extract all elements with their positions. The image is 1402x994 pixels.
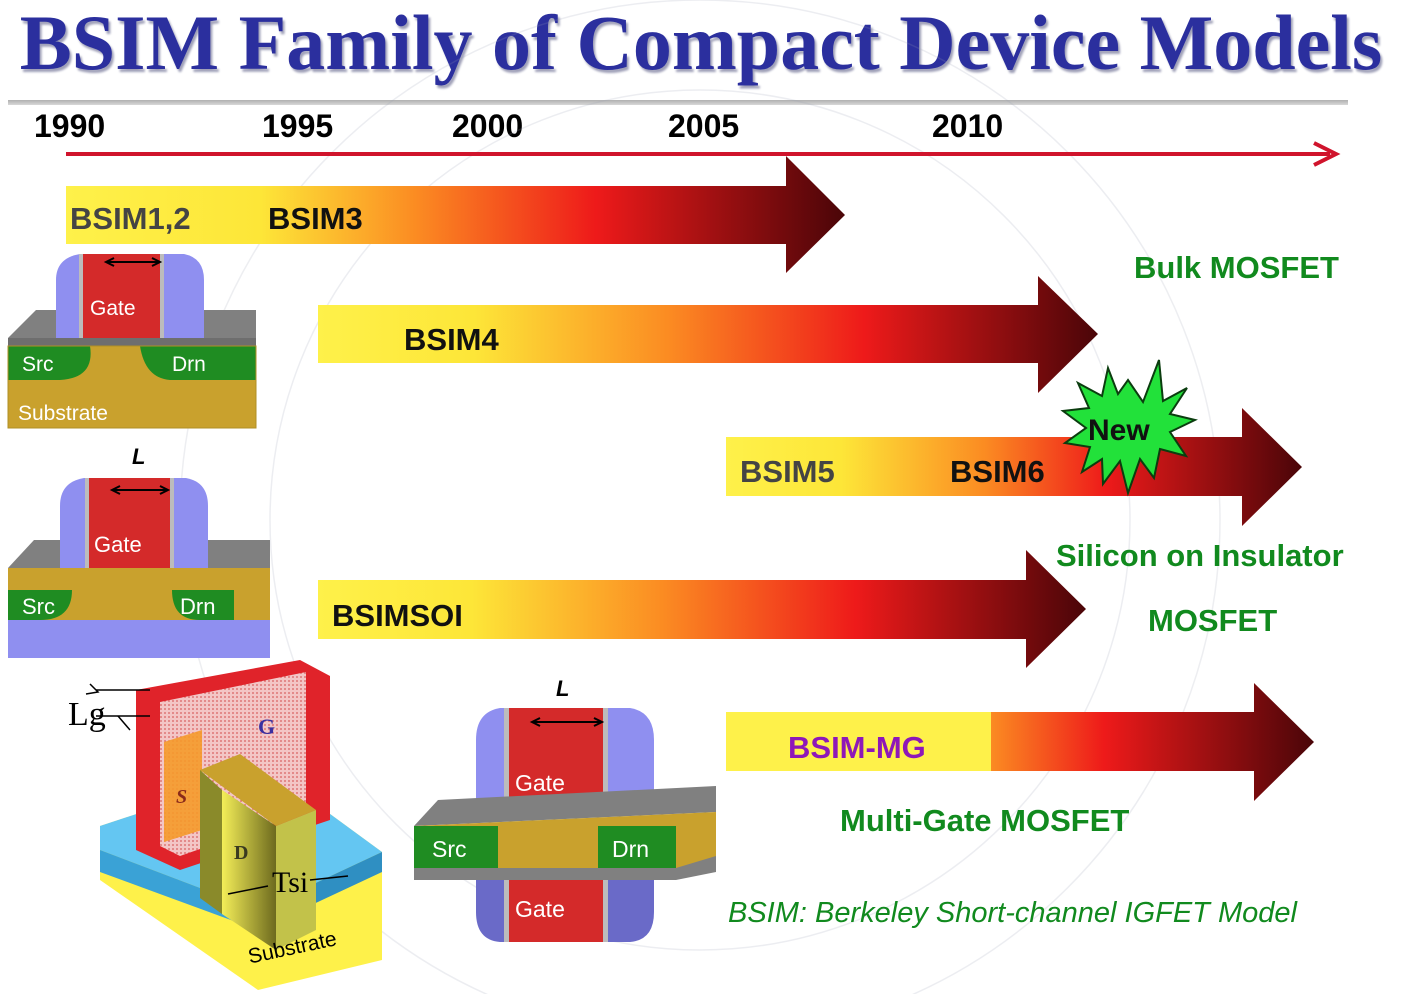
bar-bsimsoi-arrow	[318, 550, 1086, 668]
bulk-mosfet-diagram	[7, 254, 257, 429]
mg-bottom-gate-label: Gate	[515, 896, 565, 922]
mg-drn-label: Drn	[612, 836, 650, 862]
year-2010: 2010	[932, 108, 1004, 144]
label-bsim3: BSIM3	[268, 201, 363, 236]
page-title: BSIM Family of Compact Device Models	[19, 0, 1383, 86]
footnote: BSIM: Berkeley Short-channel IGFET Model	[728, 897, 1297, 929]
year-2000: 2000	[452, 108, 524, 144]
category-multigate-mosfet: Multi-Gate MOSFET	[840, 803, 1130, 838]
category-soi-line1: Silicon on Insulator	[1056, 538, 1344, 573]
soi-length-label: L	[132, 444, 146, 469]
year-2005: 2005	[668, 108, 740, 144]
mg-length-label: L	[556, 676, 570, 701]
title-underline	[8, 100, 1348, 105]
multigate-mosfet-diagram	[414, 708, 716, 942]
mg-src-label: Src	[432, 836, 467, 862]
finfet-tsi-label: Tsi	[272, 866, 309, 899]
soi-drn-label: Drn	[180, 594, 216, 619]
label-bsimmg: BSIM-MG	[788, 730, 926, 765]
soi-src-label: Src	[22, 594, 55, 619]
bulk-gate-label: Gate	[90, 297, 136, 320]
label-bsim6: BSIM6	[950, 454, 1045, 489]
new-badge-label: New	[1088, 414, 1150, 447]
soi-mosfet-diagram	[8, 478, 270, 658]
finfet-lg-label: Lg	[68, 696, 106, 733]
label-bsimsoi: BSIMSOI	[332, 598, 463, 633]
bulk-substrate-label: Substrate	[18, 402, 108, 425]
bulk-drn-label: Drn	[172, 353, 206, 376]
category-bulk-mosfet: Bulk MOSFET	[1134, 250, 1339, 285]
new-starburst-icon	[1060, 359, 1198, 497]
bulk-src-label: Src	[22, 353, 54, 376]
year-1995: 1995	[262, 108, 334, 144]
finfet-s-label: S	[176, 786, 188, 808]
bar-bsim3-arrow	[66, 156, 845, 273]
finfet-3d-diagram	[85, 660, 382, 990]
bar-bsim4-arrow	[318, 276, 1098, 393]
timeline-arrow	[66, 141, 1341, 167]
finfet-d-label: D	[234, 842, 249, 864]
soi-gate-label: Gate	[94, 532, 142, 557]
bar-bsimmg-yellow	[726, 712, 992, 771]
label-bsim5: BSIM5	[740, 454, 835, 489]
year-1990: 1990	[34, 108, 106, 144]
bar-bsimmg-arrow	[991, 683, 1314, 801]
finfet-g-label: G	[258, 714, 276, 739]
label-bsim12: BSIM1,2	[70, 201, 191, 236]
category-soi-line2: MOSFET	[1148, 603, 1278, 638]
label-bsim4: BSIM4	[404, 322, 499, 357]
mg-top-gate-label: Gate	[515, 770, 565, 796]
